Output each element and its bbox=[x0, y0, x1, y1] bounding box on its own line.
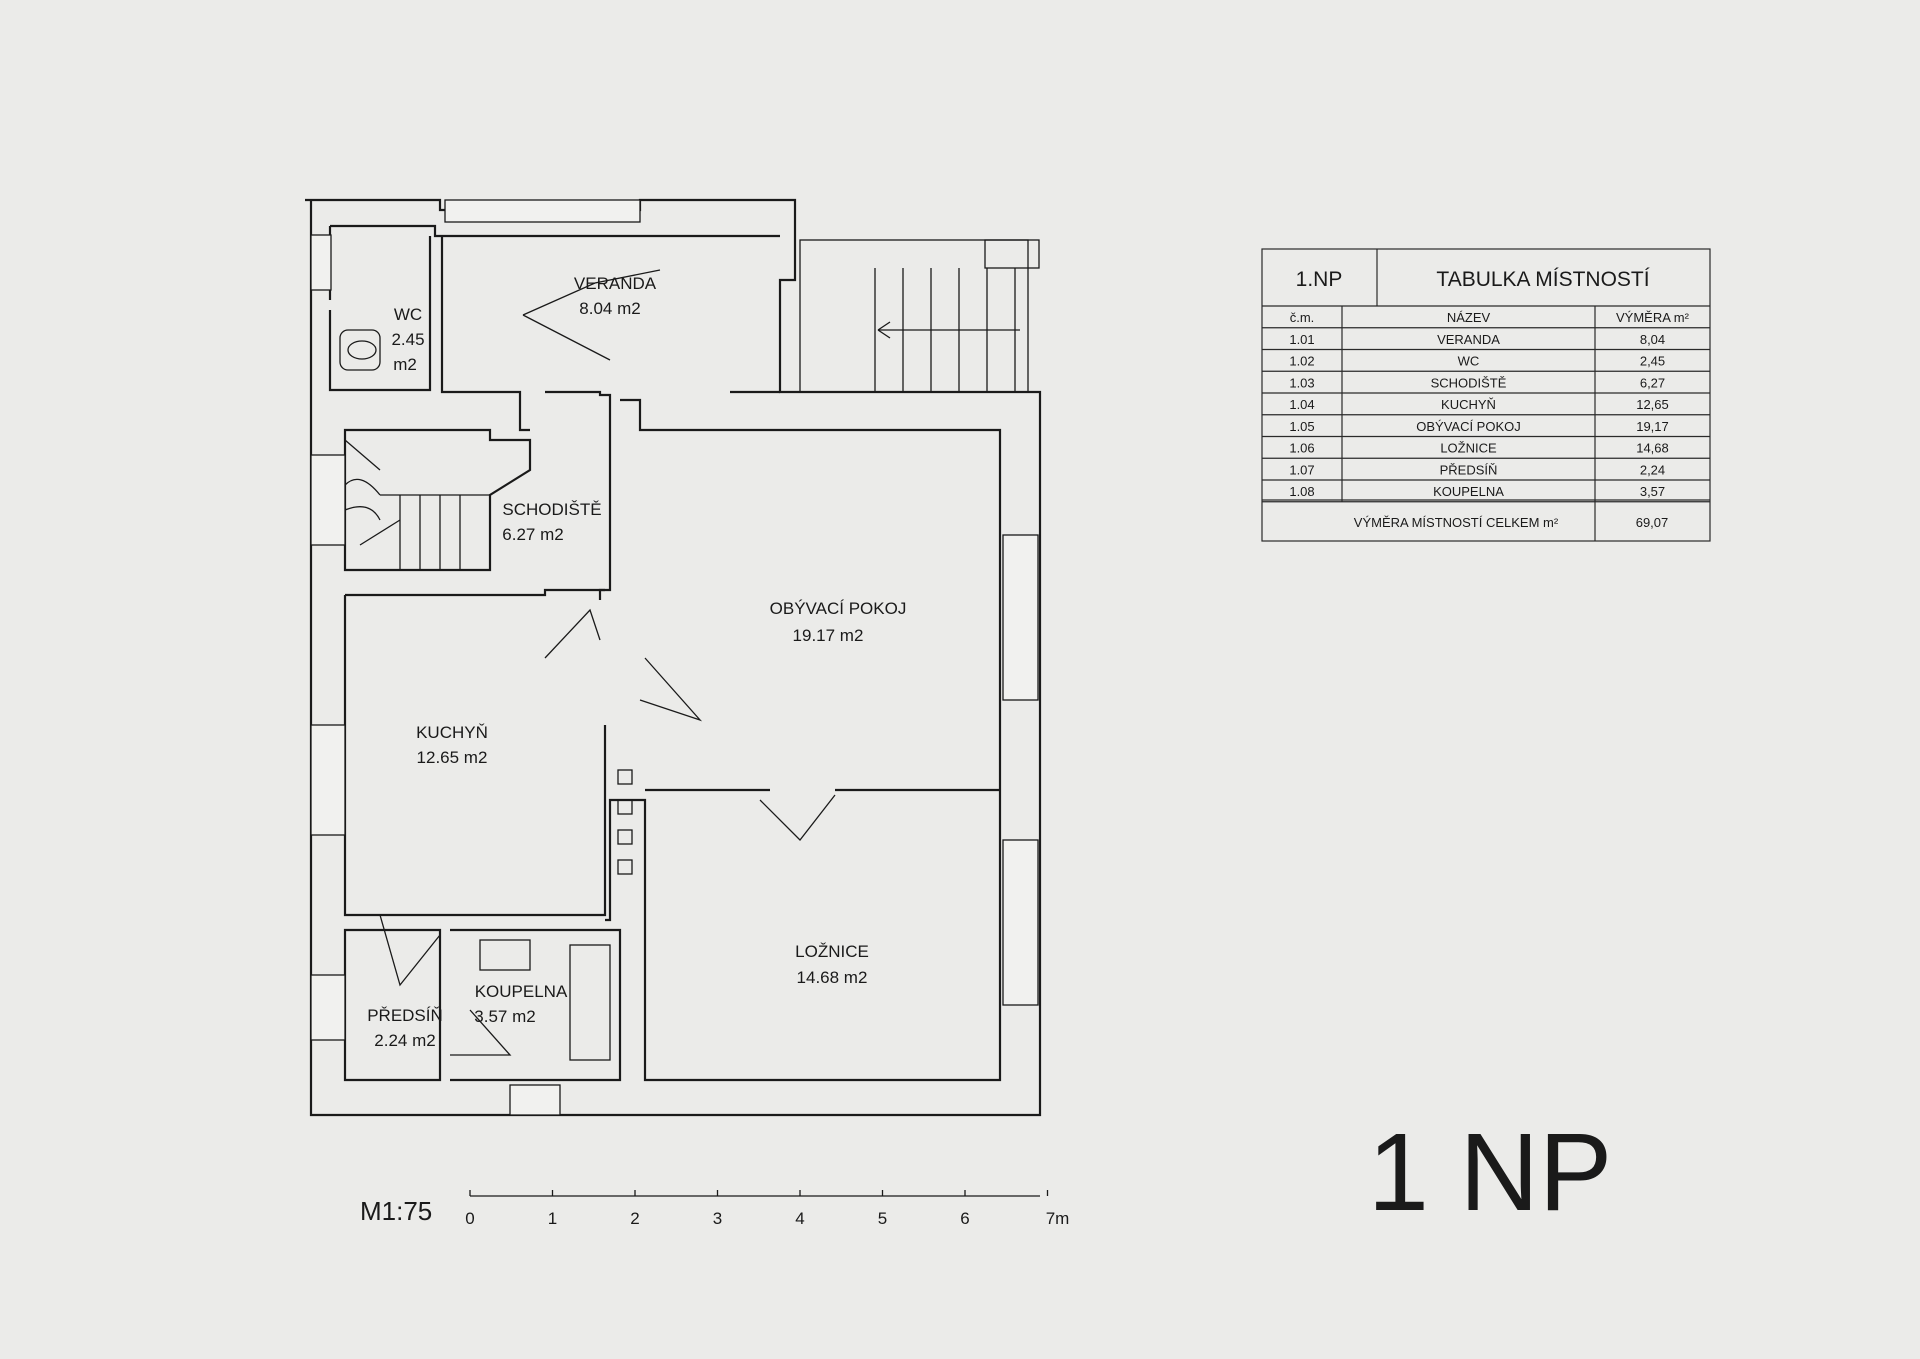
door-swing bbox=[450, 1009, 512, 1056]
door-swing bbox=[522, 269, 661, 361]
room-labels: VERANDA 8.04 m2 WC 2.45 m2 SCHODIŠTĚ 6.2… bbox=[367, 274, 906, 1050]
table-cell-name: VERANDA bbox=[1437, 332, 1500, 347]
bathtub bbox=[569, 944, 611, 1061]
room-area-veranda: 8.04 m2 bbox=[579, 299, 640, 318]
chimney bbox=[617, 859, 633, 875]
window bbox=[1002, 839, 1039, 1006]
scale-tick-label: 0 bbox=[465, 1209, 474, 1228]
scale-tick-label: 6 bbox=[960, 1209, 969, 1228]
scale-tick-label: 5 bbox=[878, 1209, 887, 1228]
window bbox=[1002, 534, 1039, 701]
window bbox=[310, 724, 346, 836]
table-cell-area: 2,24 bbox=[1640, 462, 1665, 477]
room-table: 1.NP TABULKA MÍSTNOSTÍ č.m. NÁZEV VÝMĚRA m… bbox=[1261, 248, 1711, 542]
table-cell-number: 1.08 bbox=[1289, 484, 1314, 499]
washbasin bbox=[479, 939, 531, 971]
room-area-wc-unit: m2 bbox=[393, 355, 417, 374]
window bbox=[444, 199, 641, 223]
scale-bar: M1:75 0 1 2 3 4 5 6 7m bbox=[360, 1190, 1069, 1228]
table-cell-number: 1.07 bbox=[1289, 462, 1314, 477]
door-swing bbox=[639, 657, 703, 722]
table-cell-name: SCHODIŠTĚ bbox=[1431, 375, 1507, 390]
table-cell-name: KUCHYŇ bbox=[1441, 397, 1496, 412]
table-cell-number: 1.05 bbox=[1289, 419, 1314, 434]
table-cell-name: PŘEDSÍŇ bbox=[1440, 462, 1498, 477]
table-cell-area: 8,04 bbox=[1640, 332, 1665, 347]
table-cell-number: 1.03 bbox=[1289, 375, 1314, 390]
room-area-loznice: 14.68 m2 bbox=[797, 968, 868, 987]
table-title: TABULKA MÍSTNOSTÍ bbox=[1436, 268, 1649, 291]
window bbox=[310, 234, 332, 291]
table-col-header-number: č.m. bbox=[1290, 310, 1315, 325]
table-cell-area: 3,57 bbox=[1640, 484, 1665, 499]
scale-label: M1:75 bbox=[360, 1196, 432, 1226]
door-swing bbox=[379, 914, 441, 987]
table-floor-label: 1.NP bbox=[1296, 268, 1343, 291]
room-area-kuchyn: 12.65 m2 bbox=[417, 748, 488, 767]
table-cell-area: 19,17 bbox=[1636, 419, 1669, 434]
room-area-schodiste: 6.27 m2 bbox=[502, 525, 563, 544]
room-name-schodiste: SCHODIŠTĚ bbox=[502, 500, 601, 519]
room-area-koupelna: 3.57 m2 bbox=[474, 1007, 535, 1026]
scale-tick-label: 1 bbox=[548, 1209, 557, 1228]
table-cell-area: 2,45 bbox=[1640, 354, 1665, 369]
table-cell-number: 1.01 bbox=[1289, 332, 1314, 347]
scale-tick-label: 2 bbox=[630, 1209, 639, 1228]
window bbox=[509, 1084, 561, 1116]
chimney bbox=[617, 769, 633, 785]
floor-title: 1 NP bbox=[1368, 1111, 1613, 1234]
wc-toilet bbox=[339, 329, 381, 371]
chimney bbox=[617, 799, 633, 815]
table-cell-area: 6,27 bbox=[1640, 375, 1665, 390]
table-cell-name: KOUPELNA bbox=[1433, 484, 1504, 499]
table-total-label: VÝMĚRA MÍSTNOSTÍ CELKEM m² bbox=[1354, 515, 1559, 530]
scale-tick-label: 3 bbox=[713, 1209, 722, 1228]
door-swing bbox=[759, 794, 836, 841]
table-cell-number: 1.06 bbox=[1289, 441, 1314, 456]
table-cell-name: WC bbox=[1458, 354, 1480, 369]
room-area-obyvaci-pokoj: 19.17 m2 bbox=[793, 626, 864, 645]
table-col-header-area: VÝMĚRA m² bbox=[1616, 310, 1690, 325]
corridor-wall bbox=[605, 398, 1002, 1082]
outer-stairs bbox=[799, 239, 1040, 393]
table-cell-number: 1.04 bbox=[1289, 397, 1314, 412]
table-cell-name: OBÝVACÍ POKOJ bbox=[1416, 419, 1521, 434]
inner-stairs bbox=[344, 439, 490, 570]
table-cell-area: 12,65 bbox=[1636, 397, 1669, 412]
room-name-wc: WC bbox=[394, 305, 422, 324]
inner-wall-line bbox=[330, 224, 780, 238]
room-name-obyvaci-pokoj: OBÝVACÍ POKOJ bbox=[770, 599, 907, 618]
scale-ticks: 0 1 2 3 4 5 6 7m bbox=[465, 1190, 1069, 1228]
window bbox=[310, 454, 346, 546]
door-swing bbox=[544, 608, 601, 659]
chimney bbox=[617, 829, 633, 845]
room-name-predsin: PŘEDSÍŇ bbox=[367, 1006, 443, 1025]
stair-walls bbox=[343, 428, 532, 572]
room-name-kuchyn: KUCHYŇ bbox=[416, 723, 488, 742]
table-body: č.m. NÁZEV VÝMĚRA m² 1.01 VERANDA 8,04 1.02 WC 2… bbox=[1262, 306, 1710, 503]
room-name-koupelna: KOUPELNA bbox=[475, 982, 568, 1001]
table-cell-name: LOŽNICE bbox=[1440, 441, 1497, 456]
room-area-predsin: 2.24 m2 bbox=[374, 1031, 435, 1050]
scale-tick-label: 7m bbox=[1046, 1209, 1070, 1228]
window bbox=[310, 974, 346, 1041]
scale-tick-label: 4 bbox=[795, 1209, 804, 1228]
outer-wall bbox=[305, 198, 1042, 1117]
wc-toilet-bowl-icon bbox=[347, 340, 377, 360]
room-name-veranda: VERANDA bbox=[574, 274, 657, 293]
table-frame bbox=[1261, 248, 1711, 542]
table-total-value: 69,07 bbox=[1636, 515, 1669, 530]
table-col-header-name: NÁZEV bbox=[1447, 310, 1491, 325]
room-name-loznice: LOŽNICE bbox=[795, 942, 869, 961]
table-cell-area: 14,68 bbox=[1636, 441, 1669, 456]
room-area-wc-number: 2.45 bbox=[391, 330, 424, 349]
floor-plan bbox=[305, 198, 1042, 1117]
veranda-wall bbox=[440, 236, 530, 432]
table-cell-number: 1.02 bbox=[1289, 354, 1314, 369]
